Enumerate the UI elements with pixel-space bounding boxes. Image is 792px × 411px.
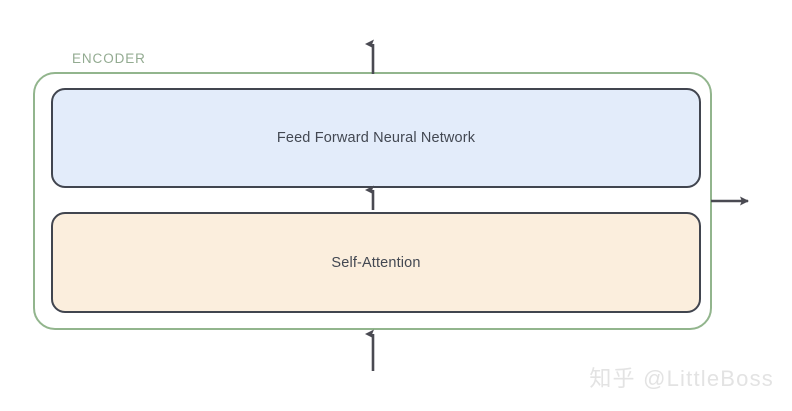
watermark: 知乎 @LittleBoss xyxy=(589,366,774,391)
block-label-self-attention: Self-Attention xyxy=(331,254,421,271)
encoder-label: ENCODER xyxy=(72,51,146,66)
block-feed-forward-neural-network: Feed Forward Neural Network xyxy=(51,88,701,188)
block-self-attention: Self-Attention xyxy=(51,212,701,313)
block-label-feed-forward: Feed Forward Neural Network xyxy=(276,130,476,146)
